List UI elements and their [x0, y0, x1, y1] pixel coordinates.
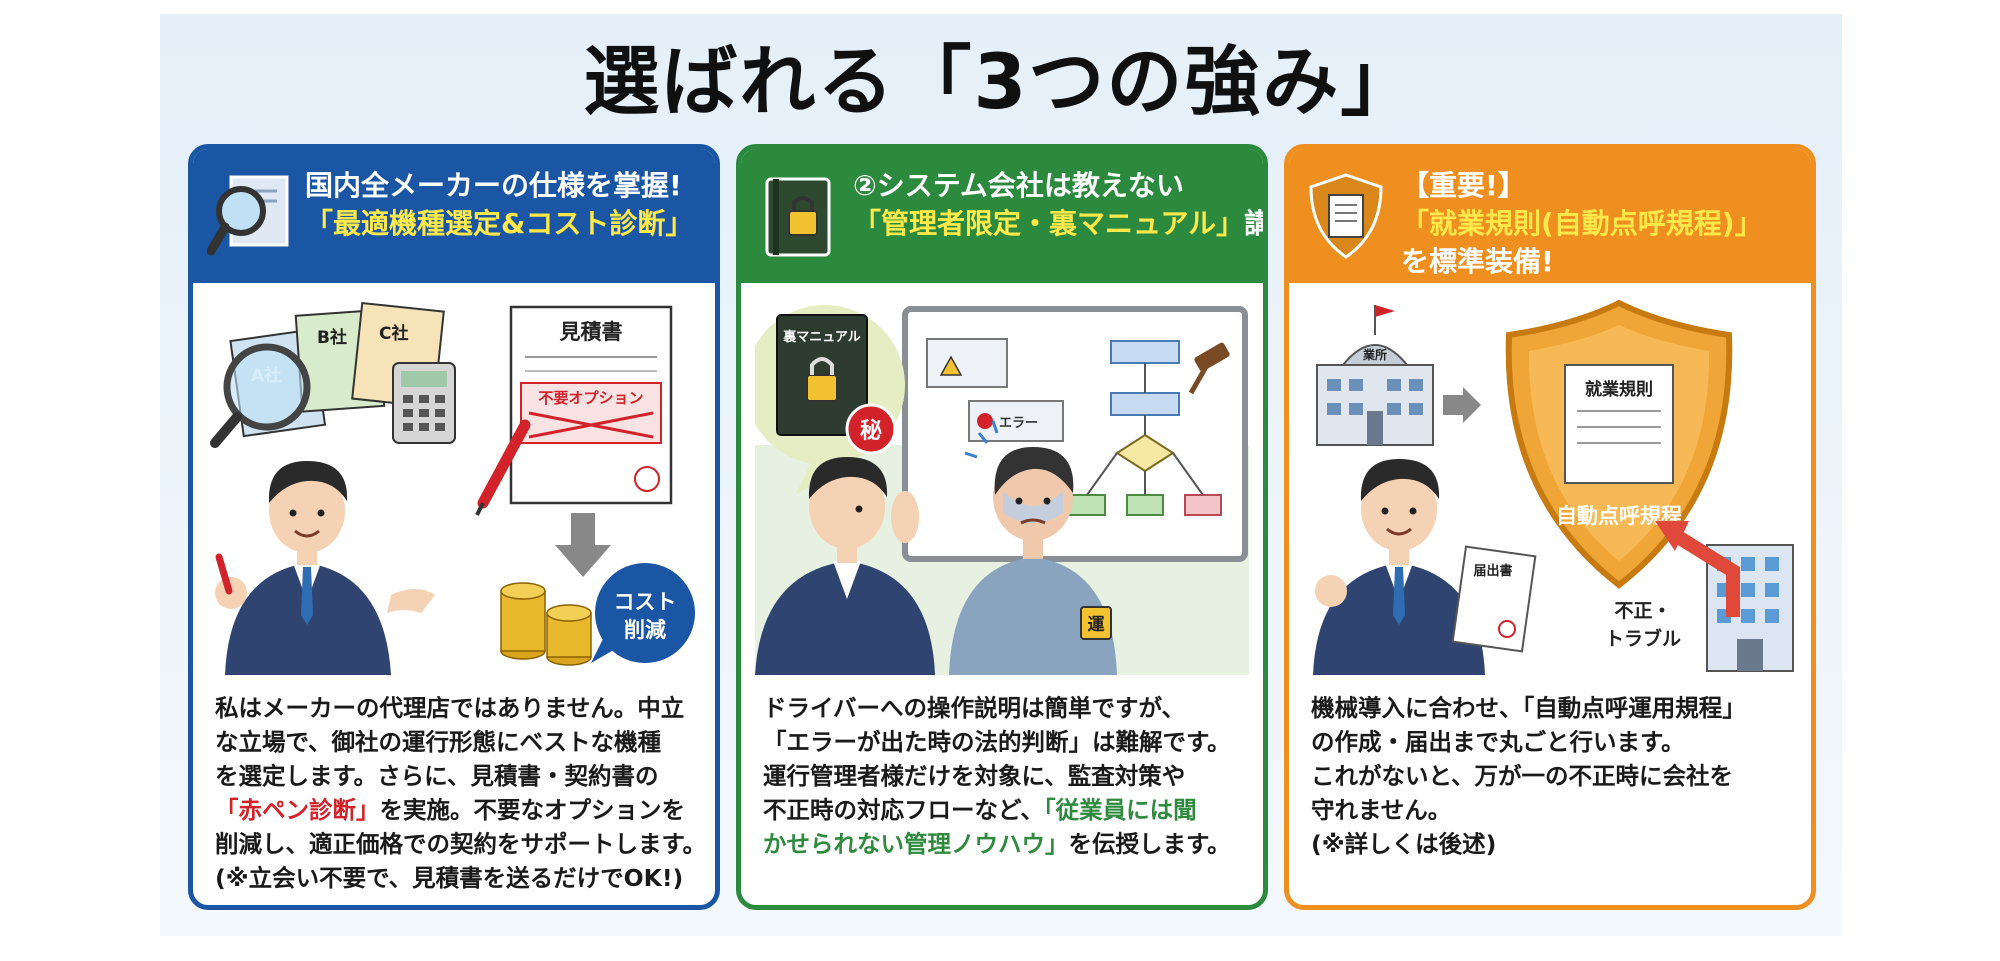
notification-form: 届出書 — [1451, 545, 1537, 653]
magnifier-icon — [210, 343, 311, 448]
card-header-line1: 国内全メーカーの仕様を掌握! — [305, 169, 682, 202]
businessman-figure — [215, 461, 435, 675]
card-header-line1: ②システム会社は教えない — [853, 169, 1184, 202]
tag-b: B社 — [317, 327, 347, 348]
estimate-document: 見積書 不要オプション — [509, 305, 673, 505]
armband-label: 運 — [1088, 615, 1105, 635]
whiteboard: エラー — [902, 306, 1248, 562]
form-label: 届出書 — [1473, 563, 1512, 579]
card-header-line1: 【重要!】 — [1401, 169, 1526, 202]
card-header-line2: 「最適機種選定&コスト診断」 — [305, 207, 694, 240]
shield-document-icon — [1309, 173, 1383, 259]
shield-doc-title: 就業規則 — [1585, 379, 1653, 400]
threat-line1: 不正・ — [1614, 600, 1671, 622]
arrow-down-icon — [555, 513, 611, 577]
office-label: 業所 — [1362, 347, 1387, 362]
book-label: 裏マニュアル — [782, 329, 861, 345]
coins-icon — [500, 582, 592, 666]
card-body-text: 機械導入に合わせ、「自動点呼運用規程」 の作成・届出まで丸ごと行います。 これが… — [1311, 694, 1746, 858]
badge-line1: コスト — [614, 590, 677, 614]
card-body-text: 私はメーカーの代理店ではありません。中立 な立場で、御社の運行形態にベストな機種… — [215, 694, 707, 892]
card-body-text: ドライバーへの操作説明は簡単ですが、 「エラーが出た時の法的判断」は難解です。 … — [763, 694, 1231, 858]
threat-arrow-icon — [1655, 521, 1740, 617]
main-title: 選ばれる「3つの強み」 — [583, 37, 1419, 126]
know-how-highlight: 「従業員には聞 — [1043, 796, 1197, 824]
gavel-icon — [1188, 342, 1230, 395]
cost-diagnosis-illustration: A社 B社 C社 見積書 不要オプション — [210, 301, 695, 675]
card-header: ②システム会社は教えない 「管理者限定・裏マニュアル」講義 — [741, 149, 1263, 283]
doc-title: 見積書 — [560, 320, 623, 344]
red-pen-diagnosis-highlight: 「赤ペン診断」 — [215, 796, 380, 824]
government-office-icon: 業所 — [1316, 305, 1434, 446]
doc-stamp: 不要オプション — [538, 389, 643, 407]
card-header: 【重要!】 「就業規則(自動点呼規程)」 を標準装備! — [1289, 149, 1811, 283]
calculator-icon — [392, 362, 456, 444]
card-cost-diagnosis: 国内全メーカーの仕様を掌握! 「最適機種選定&コスト診断」 A社 B社 C社 — [188, 144, 720, 910]
red-pen-icon — [475, 419, 531, 516]
error-label: エラー — [999, 416, 1038, 431]
tag-c: C社 — [379, 323, 408, 344]
company-building-icon — [1706, 544, 1794, 672]
card-header: 国内全メーカーの仕様を掌握! 「最適機種選定&コスト診断」 — [193, 149, 715, 283]
card-header-line2: 「就業規則(自動点呼規程)」 — [1401, 207, 1763, 240]
driver-figure: 運 — [949, 420, 1117, 675]
secret-manual-illustration: エラー 裏 — [755, 305, 1249, 675]
infographic-canvas: 選ばれる「3つの強み」 国内全メーカーの仕様を掌握! 「最適機種選定&コスト診断… — [160, 14, 1842, 936]
secret-seal: 秘 — [860, 418, 882, 444]
magnifier-document-icon — [207, 175, 289, 256]
card-work-rules: 【重要!】 「就業規則(自動点呼規程)」 を標準装備! 業所 — [1284, 144, 1816, 910]
manager-figure — [755, 457, 935, 675]
work-rules-illustration: 業所 就業規則 自動点呼規程 — [1313, 299, 1794, 675]
rules-shield: 就業規則 自動点呼規程 — [1505, 299, 1733, 589]
badge-line2: 削減 — [624, 618, 666, 642]
locked-book-icon — [765, 177, 831, 257]
card-secret-manual: ②システム会社は教えない 「管理者限定・裏マニュアル」講義 エラー — [736, 144, 1268, 910]
secret-manual-bubble: 裏マニュアル 秘 — [755, 305, 905, 495]
cost-reduction-badge: コスト 削減 — [591, 563, 695, 663]
arrow-right-icon — [1443, 387, 1481, 423]
threat-line2: トラブル — [1605, 627, 1681, 650]
consultant-figure — [1313, 459, 1485, 675]
card-header-highlight: 「管理者限定・裏マニュアル」 — [853, 207, 1245, 240]
card-header-line3: を標準装備! — [1401, 245, 1554, 278]
